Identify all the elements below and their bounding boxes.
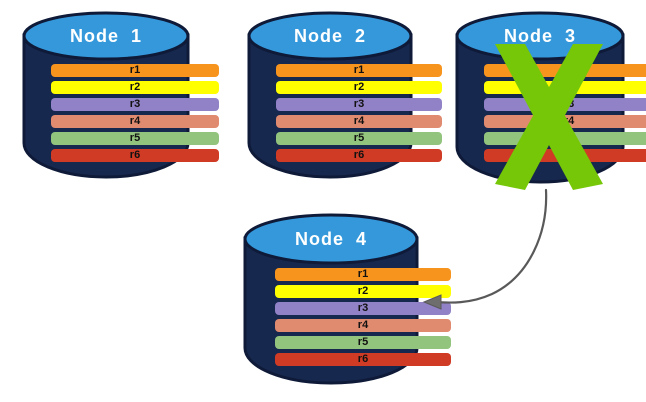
- row-item[interactable]: r1: [276, 64, 442, 77]
- row-label: r2: [563, 81, 575, 93]
- row-label: r1: [357, 268, 369, 280]
- row-item[interactable]: r1: [51, 64, 219, 77]
- node-cylinder-1[interactable]: Node 1 r1 r2 r3 r4 r5 r6: [22, 11, 219, 183]
- row-item[interactable]: r6: [275, 353, 451, 366]
- row-item[interactable]: r3: [51, 98, 219, 111]
- node-cylinder-3[interactable]: Node 3 r1 r2 r3 r4 r5 r6: [455, 11, 646, 189]
- row-item[interactable]: r4: [484, 115, 646, 128]
- row-item[interactable]: r5: [275, 336, 451, 349]
- row-label: r6: [353, 149, 365, 161]
- row-item[interactable]: r6: [484, 149, 646, 162]
- row-label: r4: [563, 115, 575, 127]
- row-item[interactable]: r3: [276, 98, 442, 111]
- row-list-2: r1 r2 r3 r4 r5 r6: [247, 64, 471, 162]
- row-label: r1: [353, 64, 365, 76]
- row-label: r5: [357, 336, 369, 348]
- node-cylinder-4[interactable]: Node 4 r1 r2 r3 r4 r5 r6: [243, 213, 451, 390]
- row-label: r3: [353, 98, 365, 110]
- row-list-3: r1 r2 r3 r4 r5 r6: [455, 64, 646, 162]
- row-label: r2: [353, 81, 365, 93]
- row-label: r1: [129, 64, 141, 76]
- row-label: r3: [129, 98, 141, 110]
- row-list-1: r1 r2 r3 r4 r5 r6: [22, 64, 248, 162]
- row-item[interactable]: r6: [276, 149, 442, 162]
- row-item[interactable]: r5: [484, 132, 646, 145]
- row-label: r5: [353, 132, 365, 144]
- row-item[interactable]: r5: [276, 132, 442, 145]
- row-item[interactable]: r1: [275, 268, 451, 281]
- row-label: r6: [129, 149, 141, 161]
- row-label: r5: [129, 132, 141, 144]
- row-label: r6: [563, 149, 575, 161]
- row-label: r2: [129, 81, 141, 93]
- row-item[interactable]: r4: [275, 319, 451, 332]
- row-item[interactable]: r2: [275, 285, 451, 298]
- row-label: r3: [563, 98, 575, 110]
- row-label: r4: [129, 115, 141, 127]
- row-label: r3: [357, 302, 369, 314]
- row-item[interactable]: r5: [51, 132, 219, 145]
- row-item[interactable]: r2: [276, 81, 442, 94]
- row-item[interactable]: r2: [484, 81, 646, 94]
- node-cylinder-2[interactable]: Node 2 r1 r2 r3 r4 r5 r6: [247, 11, 442, 183]
- row-label: r1: [563, 64, 575, 76]
- row-label: r4: [357, 319, 369, 331]
- row-item[interactable]: r1: [484, 64, 646, 77]
- row-list-4: r1 r2 r3 r4 r5 r6: [243, 268, 483, 366]
- row-item[interactable]: r6: [51, 149, 219, 162]
- row-label: r2: [357, 285, 369, 297]
- row-item[interactable]: r4: [276, 115, 442, 128]
- row-label: r5: [563, 132, 575, 144]
- row-item[interactable]: r2: [51, 81, 219, 94]
- row-item[interactable]: r4: [51, 115, 219, 128]
- row-label: r4: [353, 115, 365, 127]
- row-item[interactable]: r3: [275, 302, 451, 315]
- row-item[interactable]: r3: [484, 98, 646, 111]
- row-label: r6: [357, 353, 369, 365]
